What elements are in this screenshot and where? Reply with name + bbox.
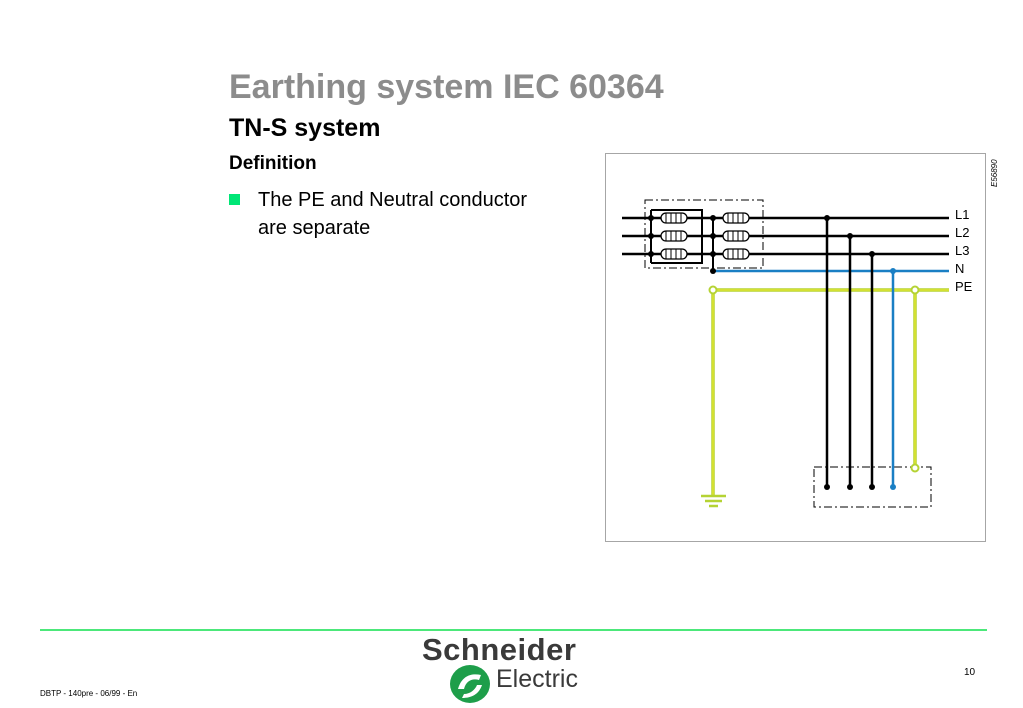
earth-icon xyxy=(701,494,726,508)
diagram-canvas: L1 L2 L3 N PE xyxy=(622,199,973,508)
section-heading: Definition xyxy=(229,153,317,174)
tn-s-diagram: L1 L2 L3 N PE xyxy=(605,153,986,542)
footer-divider xyxy=(40,629,987,631)
page-number: 10 xyxy=(964,667,976,678)
label-l1: L1 xyxy=(955,207,969,222)
label-n: N xyxy=(955,261,964,276)
figure-reference: E56890 xyxy=(990,159,999,187)
label-pe: PE xyxy=(955,279,973,294)
label-l3: L3 xyxy=(955,243,969,258)
document-reference: DBTP - 140pre - 06/99 - En xyxy=(40,689,138,698)
load-box xyxy=(813,466,932,508)
brand-name: Schneider xyxy=(422,632,577,667)
page-title: Earthing system IEC 60364 xyxy=(229,68,664,106)
schneider-logo-icon xyxy=(450,665,490,703)
brand-subname: Electric xyxy=(496,665,578,693)
label-l2: L2 xyxy=(955,225,969,240)
transformer-box xyxy=(644,199,764,269)
bullet-text: The PE and Neutral conductor are separat… xyxy=(258,189,528,239)
bullet-square-icon xyxy=(229,194,240,205)
page-subtitle: TN-S system xyxy=(229,114,381,142)
